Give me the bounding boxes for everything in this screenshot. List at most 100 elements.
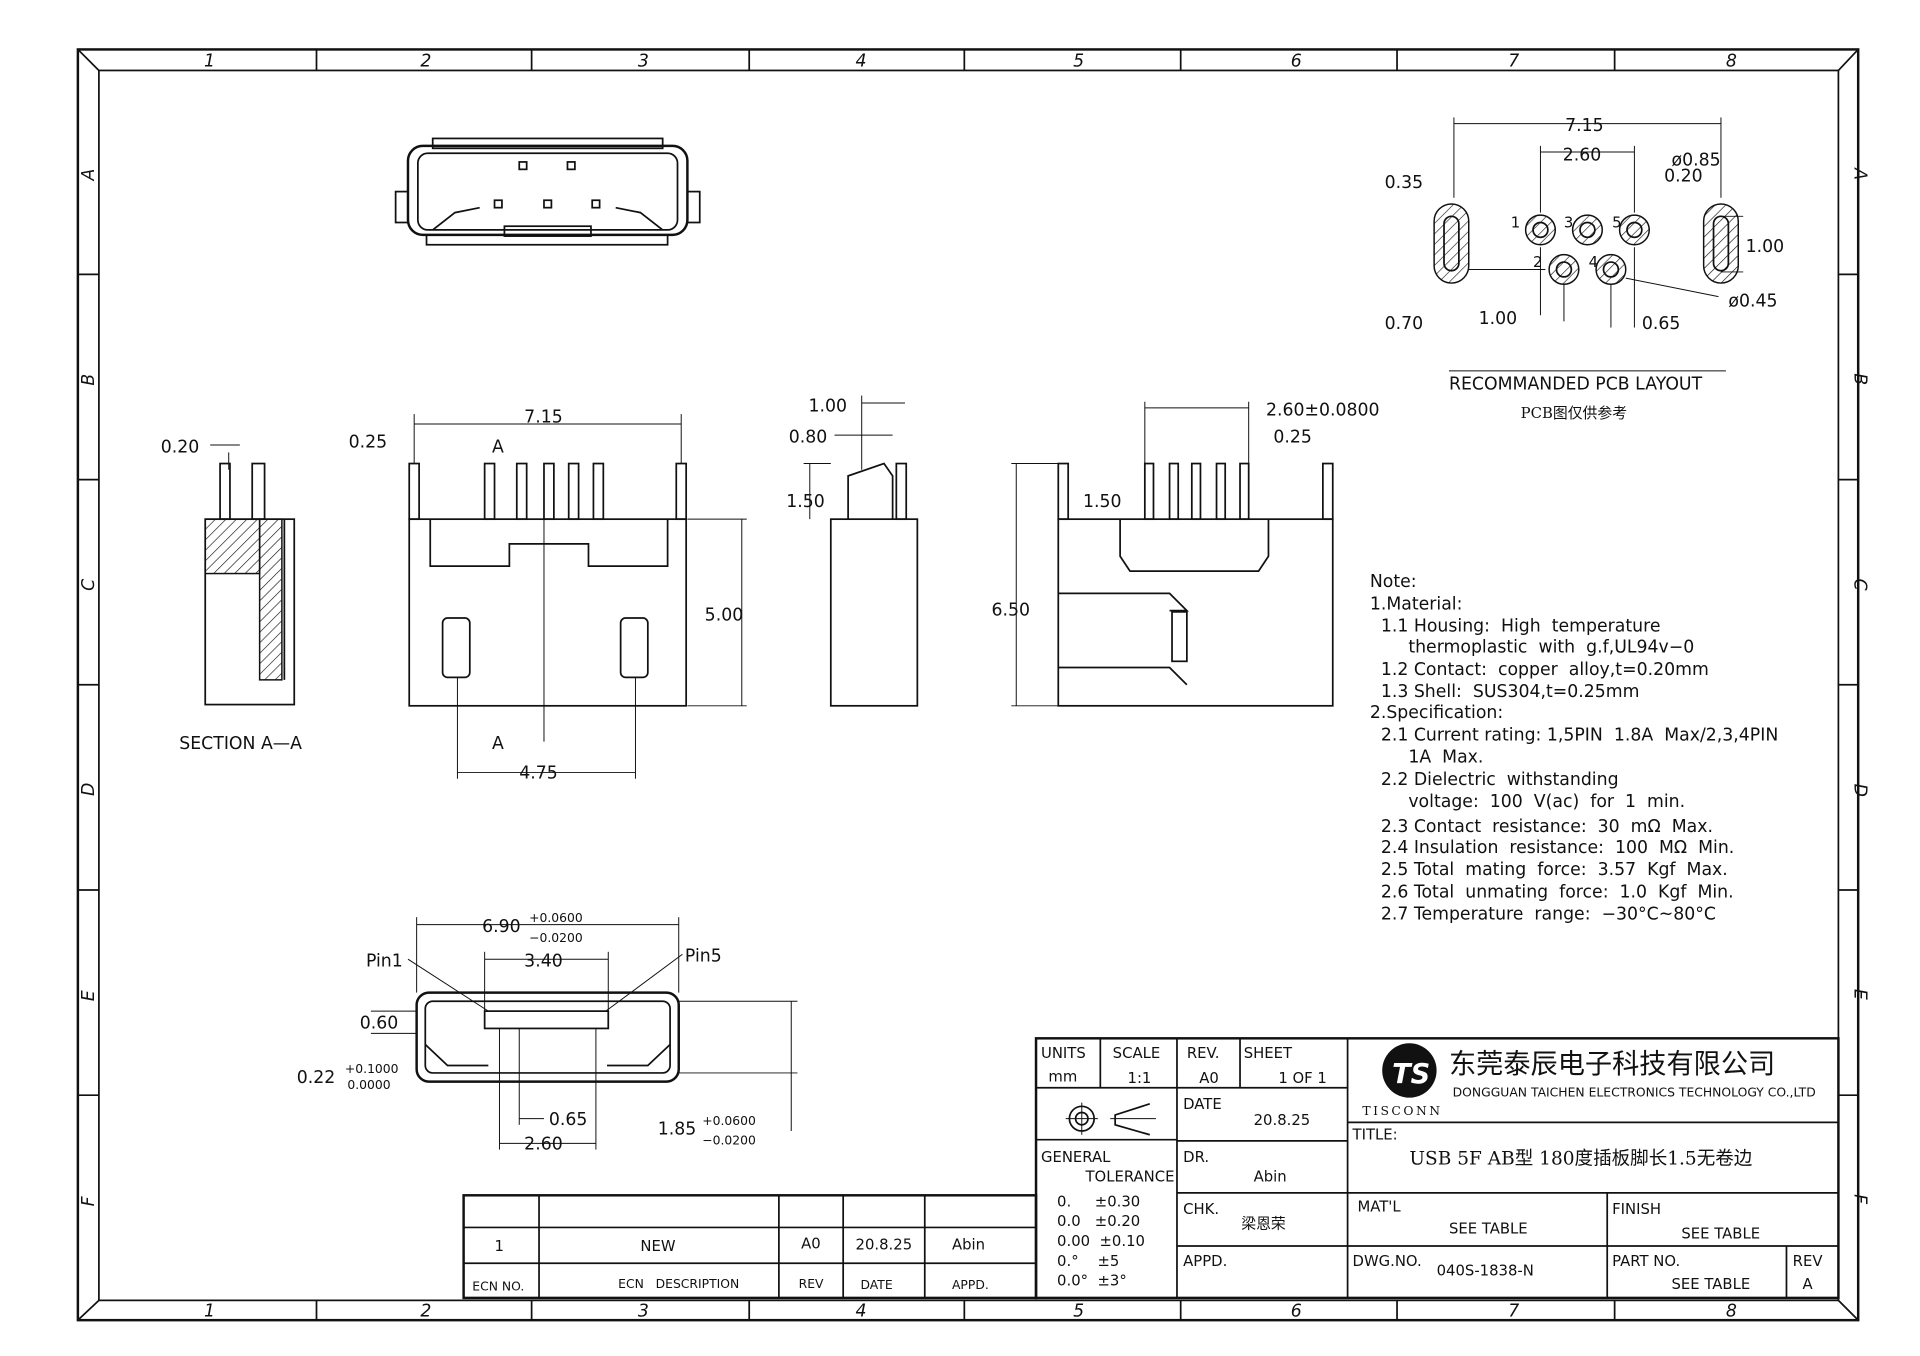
col-label: 7 <box>1508 1301 1519 1321</box>
chk-value: 梁恩荣 <box>1241 1216 1286 1233</box>
rev-value: A0 <box>1199 1070 1219 1087</box>
pin-label: Pin5 <box>685 947 722 967</box>
connector-front-view: 7.15 0.25 5.00 4.75 A A <box>349 408 747 784</box>
col-label: 3 <box>638 52 649 72</box>
section-mark: A <box>492 437 504 457</box>
dim-tolerance: −0.0200 <box>529 931 583 945</box>
tolerance-row: 0.00 ±0.10 <box>1057 1233 1145 1250</box>
dim-label: 1.00 <box>809 397 848 417</box>
col-label: 5 <box>1073 52 1084 72</box>
section-label: SECTION A—A <box>179 734 302 754</box>
dim-label: 2.60 <box>524 1135 563 1155</box>
column-labels-top: 1 2 3 4 5 6 7 8 <box>204 52 1737 72</box>
matl-value: SEE TABLE <box>1449 1221 1528 1238</box>
row-label: E <box>79 990 99 1001</box>
row-label: D <box>79 783 99 796</box>
col-label: 1 <box>204 52 215 72</box>
tolerance-label: GENERAL <box>1041 1149 1111 1166</box>
company-name-en: DONGGUAN TAICHEN ELECTRONICS TECHNOLOGY … <box>1453 1085 1816 1099</box>
note-line: 1.Material: <box>1370 594 1463 614</box>
col-label: 6 <box>1291 52 1302 72</box>
matl-label: MAT'L <box>1357 1198 1401 1215</box>
dim-tolerance: +0.0600 <box>529 911 583 925</box>
col-label: 3 <box>638 1301 649 1321</box>
tolerance-row: 0.0 ±0.20 <box>1057 1213 1140 1230</box>
chk-label: CHK. <box>1183 1201 1219 1218</box>
note-line: 2.Specification: <box>1370 703 1503 723</box>
dim-label: 0.20 <box>161 437 200 457</box>
ecn-no: 1 <box>495 1238 504 1255</box>
dr-value: Abin <box>1254 1169 1287 1186</box>
dim-label: 6.50 <box>992 601 1031 621</box>
logo-mark: TS <box>1392 1059 1430 1090</box>
dim-label: 1.00 <box>1746 237 1785 257</box>
dim-label: 2.60 <box>1563 146 1602 166</box>
column-labels-bottom: 1 2 3 4 5 6 7 8 <box>204 1301 1737 1321</box>
finish-value: SEE TABLE <box>1681 1226 1760 1243</box>
dim-label: 0.25 <box>1273 428 1312 448</box>
pin-number: 1 <box>1511 214 1520 231</box>
tolerance-label: TOLERANCE <box>1084 1169 1174 1186</box>
dim-label: 0.80 <box>789 428 828 448</box>
col-label: 5 <box>1073 1301 1084 1321</box>
dwg-value: 040S-1838-N <box>1437 1263 1534 1280</box>
dim-label: 1.85 <box>658 1120 697 1140</box>
dim-label: 0.35 <box>1385 173 1424 193</box>
note-line: 2.7 Temperature range: −30°C~80°C <box>1370 905 1716 925</box>
dim-label: 0.70 <box>1385 314 1424 334</box>
col-label: 2 <box>420 52 431 72</box>
title-block: UNITS mm SCALE 1:1 REV. A0 SHEET 1 OF 1 … <box>1034 1037 1840 1300</box>
sheet-value: 1 OF 1 <box>1278 1070 1327 1087</box>
dim-label: 7.15 <box>524 408 563 428</box>
dim-label: 7.15 <box>1565 116 1604 136</box>
dim-label: 1.50 <box>786 492 825 512</box>
ecn-header: REV <box>799 1277 824 1291</box>
dim-label: 0.65 <box>549 1110 588 1130</box>
part-label: PART NO. <box>1612 1253 1680 1270</box>
note-line: 2.5 Total mating force: 3.57 Kgf Max. <box>1370 860 1728 880</box>
pin-number: 4 <box>1589 254 1598 271</box>
title-label: TITLE: <box>1352 1127 1398 1144</box>
pin-number: 5 <box>1612 214 1621 231</box>
pin-number: 3 <box>1564 214 1573 231</box>
company-logo: TS TISCONN <box>1362 1043 1440 1118</box>
dim-tolerance: 0.0000 <box>347 1078 390 1092</box>
appd-label: APPD. <box>1183 1253 1227 1270</box>
note-line: 1.2 Contact: copper alloy,t=0.20mm <box>1370 660 1709 680</box>
row-label: A <box>1849 167 1869 180</box>
tolerance-row: 0. ±0.30 <box>1057 1193 1140 1210</box>
row-label: F <box>1849 1194 1869 1205</box>
connector-rear-view: 2.60±0.0800 0.25 1.50 6.50 <box>992 400 1380 707</box>
ecn-table: 1 NEW A0 20.8.25 Abin ECN NO. ECN DESCRI… <box>462 1194 1038 1300</box>
tolerance-row: 0.° ±5 <box>1057 1253 1119 1270</box>
row-labels-right: A B C D E F <box>1849 167 1869 1205</box>
col-label: 1 <box>204 1301 215 1321</box>
sheet-label: SHEET <box>1244 1045 1293 1062</box>
ecn-header: DATE <box>860 1278 892 1292</box>
row-label: A <box>79 169 99 182</box>
drawing-title: USB 5F AB型 180度插板脚长1.5无卷边 <box>1409 1148 1752 1169</box>
dim-label: 6.90 <box>482 917 521 937</box>
connector-bottom-view: 6.90 +0.0600 −0.0200 3.40 0.60 0.22 +0.1… <box>297 911 798 1155</box>
dim-tolerance: −0.0200 <box>702 1134 756 1148</box>
col-label: 8 <box>1726 1301 1737 1321</box>
pin-number: 2 <box>1533 254 1542 271</box>
rev2-label: REV <box>1793 1253 1824 1270</box>
note-line: voltage: 100 V(ac) for 1 min. <box>1370 792 1685 812</box>
dim-label: 0.25 <box>349 432 388 452</box>
row-label: D <box>1849 784 1869 797</box>
dim-label: ø0.45 <box>1728 292 1777 312</box>
date-value: 20.8.25 <box>1254 1112 1311 1129</box>
company-name-cn: 东莞泰辰电子科技有限公司 <box>1449 1049 1775 1080</box>
dim-label: 0.65 <box>1642 314 1681 334</box>
dim-tolerance: +0.1000 <box>345 1062 399 1076</box>
notes: Note: 1.Material: 1.1 Housing: High temp… <box>1370 572 1778 925</box>
dim-label: 1.50 <box>1083 492 1122 512</box>
rev-label: REV. <box>1187 1045 1220 1062</box>
scale-value: 1:1 <box>1128 1070 1152 1087</box>
dim-tolerance: +0.0600 <box>702 1114 756 1128</box>
dim-label: 0.60 <box>360 1013 399 1033</box>
dim-label: ø0.85 <box>1672 151 1721 171</box>
pcb-layout-title: RECOMMANDED PCB LAYOUT <box>1449 374 1703 394</box>
